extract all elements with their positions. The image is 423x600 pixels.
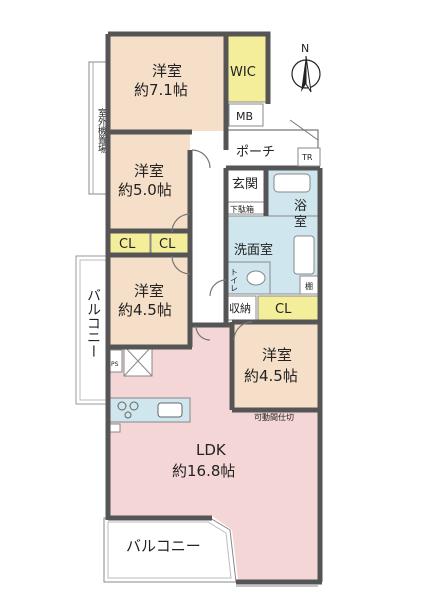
door-swing-5 — [233, 321, 253, 341]
bath-label-bottom: 室 — [294, 214, 307, 230]
door-swing-2 — [171, 213, 191, 233]
door-swing-3 — [171, 255, 191, 275]
porch-label: ポーチ — [236, 145, 275, 160]
washroom-label: 洗面室 — [234, 242, 273, 258]
closet-left-2-label: CL — [159, 237, 176, 252]
western-4-5-right-name: 洋室 — [262, 346, 292, 364]
western-room-5-0 — [110, 133, 190, 231]
north-label: N — [301, 42, 309, 55]
washing-machine — [293, 235, 315, 275]
bath-label-top: 浴 — [294, 199, 307, 214]
closet-right — [257, 295, 319, 321]
closet-left-1-label: CL — [119, 237, 136, 252]
closet-right-label: CL — [275, 302, 292, 317]
stove-burner-2 — [129, 401, 139, 411]
western-4-5-left-size: 約4.5帖 — [118, 301, 172, 319]
door-swing-1 — [191, 149, 211, 169]
ldk-name: LDK — [196, 441, 227, 459]
shelf-label: 棚 — [305, 281, 313, 291]
western-4-5-left-name: 洋室 — [134, 282, 164, 300]
western-5-0-name: 洋室 — [134, 162, 164, 180]
stove-burner-3 — [124, 411, 132, 419]
bathtub — [273, 173, 311, 193]
western-room-4-5-right — [234, 322, 318, 410]
storage-label: 収納 — [229, 302, 251, 315]
left-balcony-label: バルコニー — [85, 288, 101, 358]
left-balcony — [75, 255, 111, 405]
shoe-box-label: 下駄箱 — [230, 204, 254, 214]
western-room-7-1 — [110, 36, 225, 131]
door-swing-6 — [195, 325, 211, 341]
ldk-size: 約16.8帖 — [172, 462, 235, 480]
western-4-5-right-size: 約4.5帖 — [244, 367, 298, 385]
stove-burner-1 — [117, 401, 127, 411]
corridor — [190, 170, 226, 330]
entrance-label: 玄関 — [232, 177, 258, 192]
kitchen-small-box — [109, 423, 121, 433]
walls — [105, 31, 323, 585]
toilet-label: トイレ — [230, 268, 239, 292]
western-5-0-size: 約5.0帖 — [118, 181, 172, 199]
ps-label: PS — [111, 361, 119, 368]
bottom-balcony-label: バルコニー — [126, 537, 201, 555]
meter-box — [228, 103, 264, 127]
door-swing-4 — [209, 279, 227, 297]
trunk-room — [297, 147, 321, 167]
western-7-1-size: 約7.1帖 — [134, 81, 188, 99]
toilet-bowl — [246, 270, 266, 286]
outdoor-unit-label: 室外機置場 — [96, 107, 107, 154]
ldk-room — [110, 325, 318, 580]
wic-label: WIC — [230, 65, 256, 80]
bottom-balcony — [103, 517, 237, 583]
tr-label: TR — [301, 153, 313, 162]
western-room-4-5-left — [110, 256, 190, 346]
kitchen-sink — [157, 402, 183, 418]
mb-label: MB — [236, 110, 253, 123]
movable-partition-label: 可動間仕切 — [254, 412, 294, 422]
western-7-1-name: 洋室 — [152, 62, 182, 80]
porch-step — [289, 119, 319, 141]
north-arrow-icon — [291, 55, 321, 93]
